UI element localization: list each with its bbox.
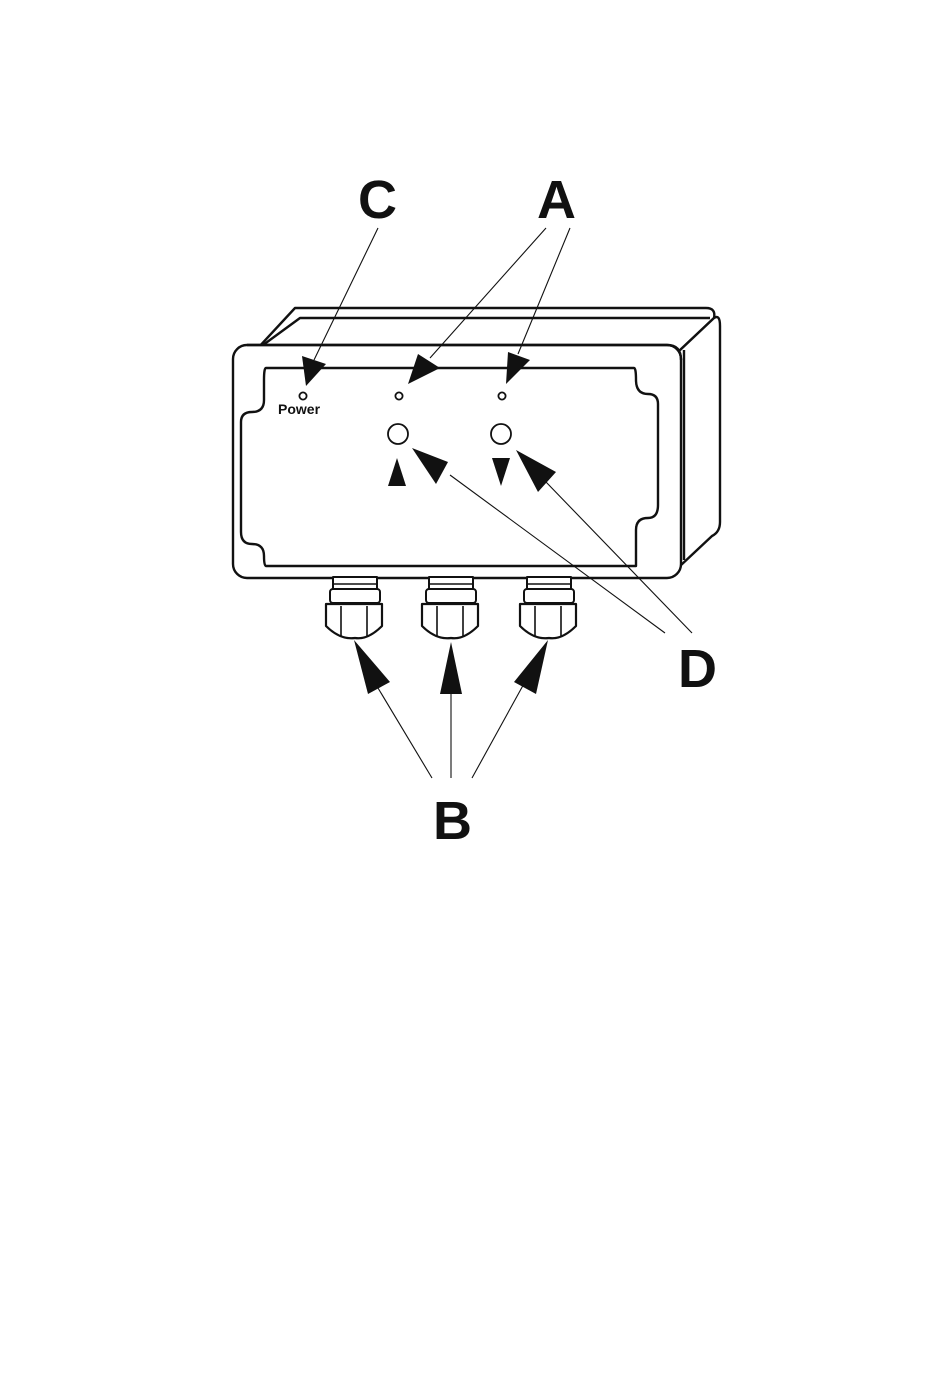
down-button[interactable] [491,424,511,444]
cable-gland-2 [422,577,478,638]
callout-c: C [358,170,397,230]
enclosure-lid [233,345,681,578]
callout-a: A [537,170,576,230]
callout-b: B [433,791,472,851]
power-label: Power [278,401,321,417]
leader-b-1 [354,640,432,778]
power-led [299,392,306,399]
leader-b-3 [472,640,548,778]
leader-b-2 [440,642,462,778]
status-led-1 [395,392,402,399]
callout-d: D [678,639,717,699]
status-led-2 [498,392,505,399]
cable-gland-1 [326,577,382,638]
cable-gland-3 [520,577,576,638]
enclosure-box [233,308,720,578]
up-button[interactable] [388,424,408,444]
